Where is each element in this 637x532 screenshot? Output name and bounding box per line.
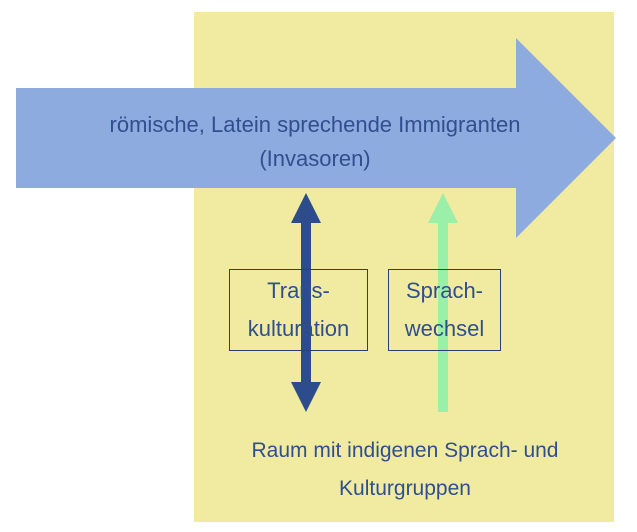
invaders-label-line1: römische, Latein sprechende Immigranten [109, 112, 521, 137]
language-shift-arrow-head [428, 193, 458, 223]
transculturation-arrow-head-up [291, 193, 321, 223]
invaders-label-line2: (Invasoren) [259, 146, 371, 171]
transculturation-arrow-head-down [291, 382, 321, 412]
language-shift-line1: Sprach- [405, 278, 484, 303]
region-label-line2: Kulturgruppen [339, 477, 471, 500]
region-label: Raum mit indigenen Sprach- und Kulturgru… [200, 432, 610, 508]
invaders-arrow [16, 38, 616, 238]
language-shift-box: Sprach- wechsel [388, 269, 501, 351]
language-shift-line2: wechsel [404, 316, 485, 341]
transculturation-box: Trans- kulturation [229, 269, 368, 351]
transculturation-line2: kulturation [247, 316, 350, 341]
region-label-line1: Raum mit indigenen Sprach- und [251, 439, 559, 462]
invaders-label: römische, Latein sprechende Immigranten … [20, 108, 610, 176]
transculturation-line1: Trans- [267, 278, 330, 303]
